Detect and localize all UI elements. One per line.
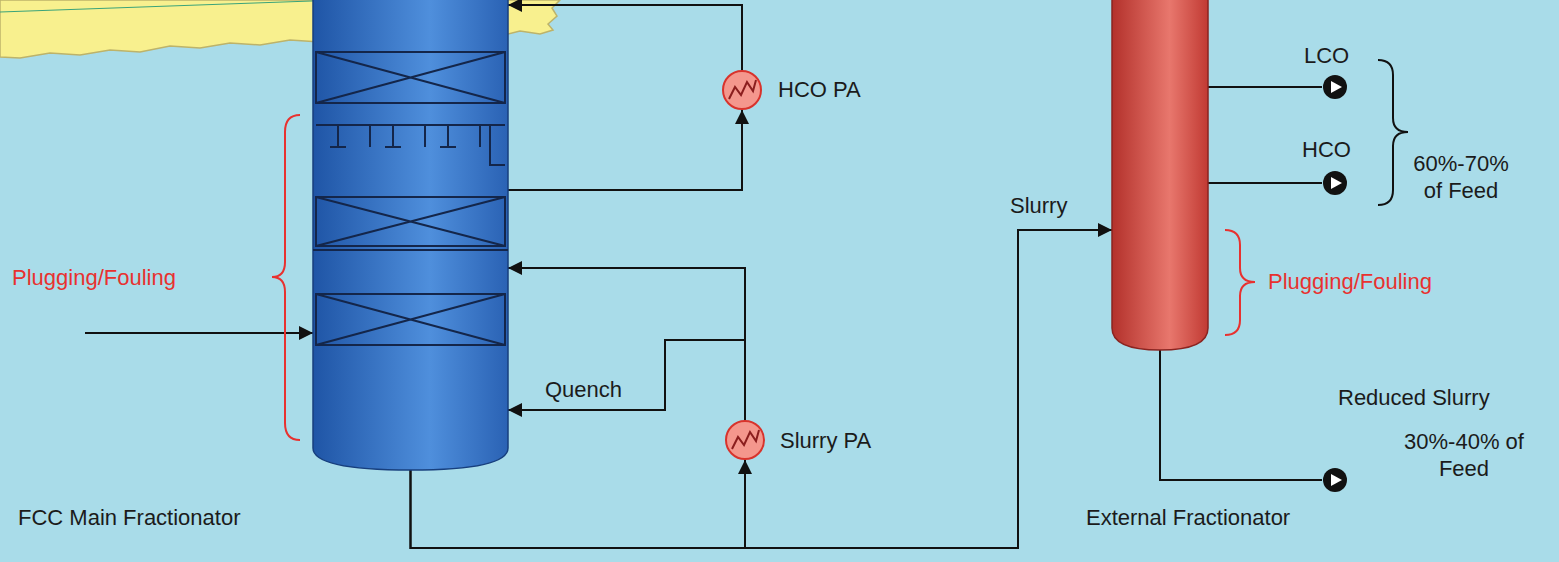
process-line (1208, 182, 1322, 184)
pump-body (1323, 171, 1347, 195)
process-line (411, 230, 1113, 548)
process-line (508, 5, 742, 70)
equipment-label: Slurry PA (780, 428, 871, 453)
heat-exchanger-outline (722, 70, 762, 110)
process-line (1160, 350, 1322, 480)
pump-arrow (1331, 81, 1342, 93)
process-line (508, 340, 745, 420)
column-shell (1112, 0, 1208, 350)
pump-symbol: Reduced Slurry (1322, 467, 1348, 493)
heat-exchanger-outline (725, 420, 765, 460)
external-fractionator: External Fractionator (1112, 0, 1208, 350)
heat-exchanger: Slurry PA (725, 420, 765, 460)
heat-exchanger: HCO PA (722, 70, 762, 110)
fouling-bracket (1225, 230, 1255, 335)
exchanger-coil (729, 80, 756, 99)
exchanger-shell (723, 71, 761, 109)
main-fractionator: FCC Main Fractionator (313, 0, 508, 470)
pump-symbol-outline (1322, 170, 1348, 196)
yield-note: 30%-40% of Feed (1400, 428, 1528, 482)
exchanger-coil (732, 430, 759, 449)
packing-cross (316, 197, 505, 246)
pump-arrow (1331, 177, 1342, 189)
main-fractionator-outline (313, 0, 508, 470)
pump-symbol: LCO (1322, 74, 1348, 100)
packing-cross (316, 294, 505, 345)
packing-bed (316, 294, 505, 345)
product-bracket (1378, 60, 1408, 205)
torn-paper (0, 0, 560, 58)
equipment-label: FCC Main Fractionator (18, 505, 241, 530)
pump-arrow (1331, 474, 1342, 486)
fouling-note: Plugging/Fouling (12, 264, 176, 291)
yield-note: 60%-70% of Feed (1402, 150, 1520, 204)
pump-body (1323, 75, 1347, 99)
exchanger-shell (726, 421, 764, 459)
packing-bed (316, 52, 505, 103)
process-line (1208, 86, 1322, 88)
tray-section (316, 125, 505, 165)
process-line (508, 110, 742, 190)
process-line (508, 268, 745, 420)
equipment-label: HCO PA (778, 77, 861, 102)
process-line (411, 460, 746, 548)
equipment-label: HCO (1302, 137, 1351, 162)
stream-label: Quench (543, 377, 624, 402)
stream-label: Slurry (1008, 193, 1069, 218)
pump-body (1323, 468, 1347, 492)
column-shell (313, 0, 508, 470)
equipment-label: External Fractionator (1086, 505, 1290, 530)
pump-symbol-outline (1322, 74, 1348, 100)
external-fractionator-outline (1112, 0, 1208, 350)
paper-line (0, 0, 340, 12)
packing-cross (316, 52, 505, 103)
fouling-bracket (272, 115, 300, 440)
pump-symbol-outline (1322, 467, 1348, 493)
feed-inlet-arrow (85, 332, 313, 334)
fouling-note: Plugging/Fouling (1268, 268, 1432, 295)
packing-bed (316, 197, 505, 246)
pump-symbol: HCO (1322, 170, 1348, 196)
equipment-label: LCO (1304, 43, 1349, 68)
bed-support (313, 249, 508, 251)
equipment-label: Reduced Slurry (1338, 385, 1490, 410)
